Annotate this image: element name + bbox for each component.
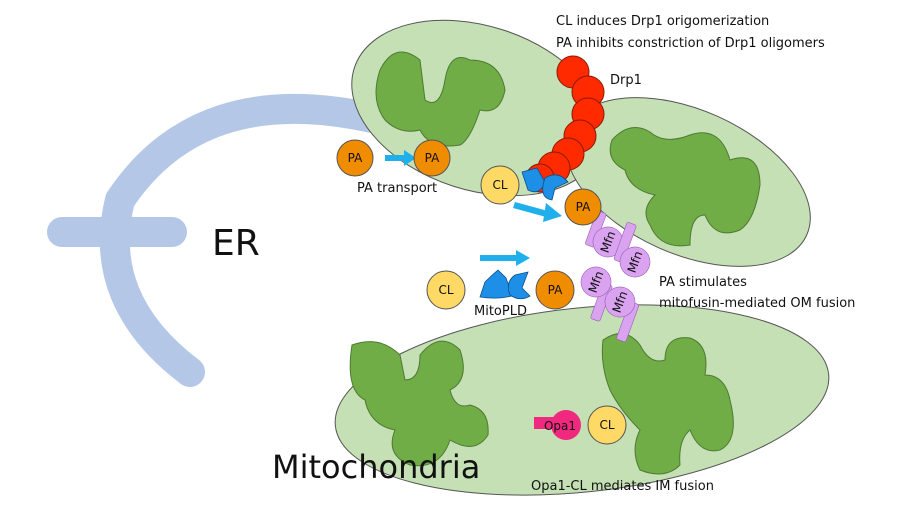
mitopld-label: MitoPLD (474, 304, 527, 319)
arrow-to-pa-top (513, 202, 562, 222)
pa-label: PA (348, 151, 363, 165)
mitopld-top (521, 167, 569, 201)
opa1-note: Opa1-CL mediates IM fusion (531, 479, 714, 494)
pa-label: PA (548, 283, 563, 297)
pa-molecule-top (564, 188, 602, 226)
cristae (349, 51, 761, 475)
pa-molecule-transported (413, 139, 451, 177)
drp1-note-line1: CL induces Drp1 origomerization (556, 14, 769, 29)
cl-label: CL (438, 283, 453, 297)
mitochondria-label: Mitochondria (272, 448, 480, 486)
arrow-bottom (480, 250, 530, 266)
mitopld-bottom (479, 269, 531, 300)
cl-molecule-top (480, 165, 520, 205)
pa-label: PA (576, 200, 591, 214)
pa-molecule-bottom (535, 270, 575, 310)
cl-label: CL (492, 178, 507, 192)
drp1-note-line2: PA inhibits constriction of Drp1 oligome… (556, 36, 825, 51)
cl-label: CL (599, 418, 614, 432)
mfn-note-line1: PA stimulates (659, 275, 747, 290)
arrows (385, 150, 562, 266)
pa-molecule-er (336, 139, 374, 177)
opa1: Opa1 (534, 410, 581, 440)
cl-molecule-inner (587, 405, 627, 445)
er-label: ER (212, 223, 260, 264)
mfn-note-line2: mitofusin-mediated OM fusion (659, 296, 855, 311)
er-shape (47, 93, 387, 387)
arrow-pa-transport (385, 150, 416, 166)
pa-transport-label: PA transport (357, 181, 437, 196)
pa-label: PA (425, 151, 440, 165)
opa1-label: Opa1 (544, 419, 576, 433)
mfn-group: Mfn Mfn Mfn Mfn (580, 210, 651, 343)
cl-molecule-bottom (426, 270, 466, 310)
drp1-label: Drp1 (610, 73, 642, 88)
